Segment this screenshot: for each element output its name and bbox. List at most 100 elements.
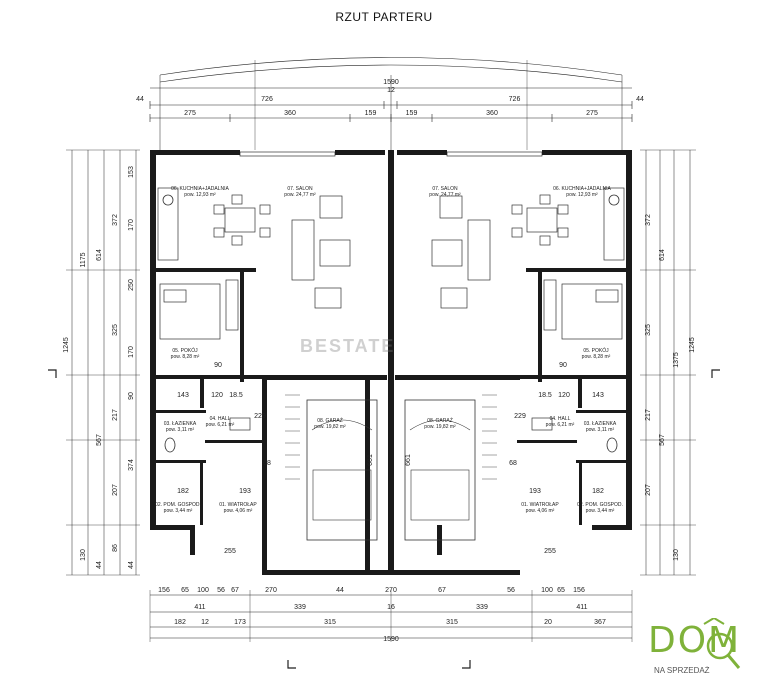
dim-bottom-row1: 67 (438, 587, 446, 594)
wall (262, 570, 388, 575)
interior-dim-right: 68 (509, 460, 517, 467)
room-right-name: 03. ŁAZIENKA (584, 421, 617, 427)
chair (511, 204, 523, 215)
dim-top-center: 12 (387, 87, 395, 94)
dim-top-row2: 275 (586, 110, 598, 117)
wall (365, 380, 370, 575)
pillow (595, 289, 619, 303)
dim-top-row2: 275 (184, 110, 196, 117)
wall (150, 150, 240, 155)
room-right-area: pow. 24,77 m² (429, 192, 461, 198)
dim-right-row2: 567 (659, 434, 666, 446)
room-left-name: 02. POM. GOSPOD. (155, 502, 201, 508)
dim-bottom-row3: 315 (446, 619, 458, 626)
dim-top-row1: 44 (636, 96, 644, 103)
dim-left-row3: 217 (112, 409, 119, 421)
room-right-area: pow. 3,11 m² (586, 427, 615, 433)
car-roof (312, 469, 372, 521)
dim-bottom-row2: 339 (294, 604, 306, 611)
room-left-area: pow. 3,11 m² (166, 427, 195, 433)
armchair (440, 287, 468, 309)
section-marker-bottom (462, 660, 471, 669)
dim-top-row2: 159 (406, 110, 418, 117)
interior-dim-left: 255 (224, 548, 236, 555)
center-dim: 661 (367, 454, 374, 466)
interior-dim-right: 18.5 (538, 392, 552, 399)
room-right-area: pow. 8,28 m² (582, 354, 611, 360)
wall (592, 525, 632, 530)
room-left-area: pow. 19,82 m² (314, 424, 346, 430)
dim-right-row1: 130 (673, 549, 680, 561)
dim-left-row4: 374 (128, 459, 135, 471)
dim-bottom-row1: 67 (231, 587, 239, 594)
room-left-area: pow. 4,06 m² (224, 508, 253, 514)
logo-sub-text: NA SPRZEDAŻ (654, 666, 710, 675)
interior-dim-left: 193 (239, 488, 251, 495)
wall (262, 380, 267, 575)
window (239, 151, 336, 157)
wall (156, 460, 206, 463)
room-right-area: pow. 3,44 m² (586, 508, 615, 514)
dom-na-sprzedaz-logo: DOM NA SPRZEDAŻ (644, 618, 762, 694)
wall (190, 525, 195, 555)
dim-bottom-row2: 411 (576, 604, 587, 611)
dim-bottom-row3: 315 (324, 619, 336, 626)
room-left-name: 03. ŁAZIENKA (164, 421, 197, 427)
wall (156, 410, 206, 413)
roof-line (159, 57, 623, 76)
interior-dim-left: 90 (214, 362, 222, 369)
section-marker-bottom (287, 660, 296, 669)
dim-left-row3: 325 (112, 324, 119, 336)
room-right-area: pow. 4,06 m² (526, 508, 555, 514)
wall (205, 440, 265, 443)
dim-top-row1: 44 (136, 96, 144, 103)
washbasin (531, 417, 553, 431)
dim-bottom-row1: 270 (265, 587, 277, 594)
dim-right-row1: 1375 (673, 352, 680, 368)
pillow (163, 289, 187, 303)
sink (162, 194, 174, 206)
dim-top-row1: 726 (509, 96, 521, 103)
furniture (157, 187, 625, 541)
dim-right-row3: 207 (645, 484, 652, 496)
wall (150, 150, 156, 530)
wall (526, 268, 626, 272)
dim-left-row4: 170 (128, 346, 135, 358)
dim-left-row3: 207 (112, 484, 119, 496)
interior-dim-right: 90 (559, 362, 567, 369)
dining-table (224, 207, 256, 233)
interior-dim-left: 143 (177, 392, 189, 399)
wall (335, 150, 385, 155)
car-icon (306, 399, 378, 541)
kitchen-counter (603, 187, 625, 261)
chair (231, 194, 243, 205)
dim-top-row2: 360 (486, 110, 498, 117)
wall (262, 375, 387, 380)
dim-left-row1: 1175 (80, 252, 87, 267)
dim-top-row1: 726 (261, 96, 273, 103)
interior-dim-right: 229 (514, 413, 526, 420)
wall (542, 150, 632, 155)
room-right-name: 06. KUCHNIA+JADALNIA (553, 186, 611, 192)
magnifier-icon (703, 618, 741, 669)
room-left-name: 08. GARAŻ (317, 417, 343, 424)
toilet (606, 437, 618, 453)
car-roof (410, 469, 470, 521)
car-icon (404, 399, 476, 541)
dim-bottom-row2: 411 (194, 604, 205, 611)
dim-right-total: 1245 (689, 337, 696, 353)
room-left-name: 07. SALON (287, 186, 313, 192)
room-right-name: 08. GARAŻ (427, 417, 453, 424)
wardrobe (225, 279, 239, 331)
window (446, 151, 543, 157)
wall (578, 378, 582, 408)
wall (150, 525, 190, 530)
dim-right-row3: 372 (645, 214, 652, 226)
room-right-area: pow. 6,21 m² (546, 422, 575, 428)
chair (213, 204, 225, 215)
interior-dim-left: 120 (211, 392, 223, 399)
dim-left-row3: 86 (112, 544, 119, 552)
room-right-name: 02. POM. GOSPOD. (577, 502, 623, 508)
dim-left-row4: 90 (128, 392, 135, 400)
